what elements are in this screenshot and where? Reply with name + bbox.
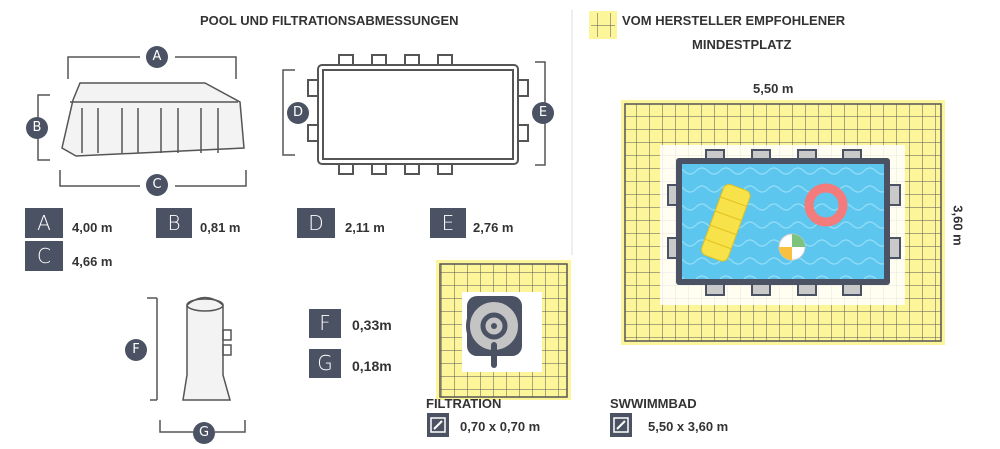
pool-space-grid <box>621 100 945 345</box>
filtration-label: FILTRATION <box>426 396 502 411</box>
page-title: POOL UND FILTRATIONSABMESSUNGEN <box>200 13 459 28</box>
label-box-b: B <box>156 208 192 238</box>
air-mattress <box>700 183 751 262</box>
swim-ring <box>804 183 848 227</box>
dimension-d: 2,11 m <box>345 220 385 235</box>
space-height-label: 3,60 m <box>950 205 966 246</box>
label-box-f: F <box>309 309 341 338</box>
dimension-g: 0,18m <box>352 358 392 374</box>
label-box-c: C <box>25 241 63 271</box>
dimension-f: 0,33m <box>352 317 392 333</box>
marker-g: G <box>193 422 215 444</box>
marker-e: E <box>532 102 554 124</box>
marker-d: D <box>287 102 309 124</box>
filtration-size: 0,70 x 0,70 m <box>460 419 541 434</box>
label-box-a: A <box>25 208 63 238</box>
dimension-b: 0,81 m <box>200 220 241 235</box>
label-box-d: D <box>297 208 335 238</box>
pool-size: 5,50 x 3,60 m <box>648 419 729 434</box>
label-box-e: E <box>430 208 466 238</box>
space-width-label: 5,50 m <box>753 81 794 96</box>
legend-grid-swatch <box>589 11 617 39</box>
pool-side-view <box>37 56 247 187</box>
filtration-space-grid <box>436 260 571 400</box>
marker-a: A <box>146 46 168 68</box>
legend-line-2: MINDESTPLATZ <box>692 37 792 52</box>
pool-label: SWWIMMBAD <box>610 396 697 411</box>
dimension-a: 4,00 m <box>72 220 113 235</box>
resize-icon <box>427 413 449 437</box>
pool-top-view <box>282 54 546 175</box>
marker-b: B <box>26 117 48 139</box>
resize-icon <box>610 413 632 437</box>
marker-c: C <box>146 174 168 196</box>
legend-line-1: VOM HERSTELLER EMPFOHLENER <box>622 13 846 28</box>
dimension-c: 4,66 m <box>72 254 113 269</box>
dimension-e: 2,76 m <box>473 220 514 235</box>
label-box-g: G <box>309 349 341 378</box>
filter-pump-drawing <box>147 296 246 433</box>
marker-f: F <box>125 339 147 361</box>
